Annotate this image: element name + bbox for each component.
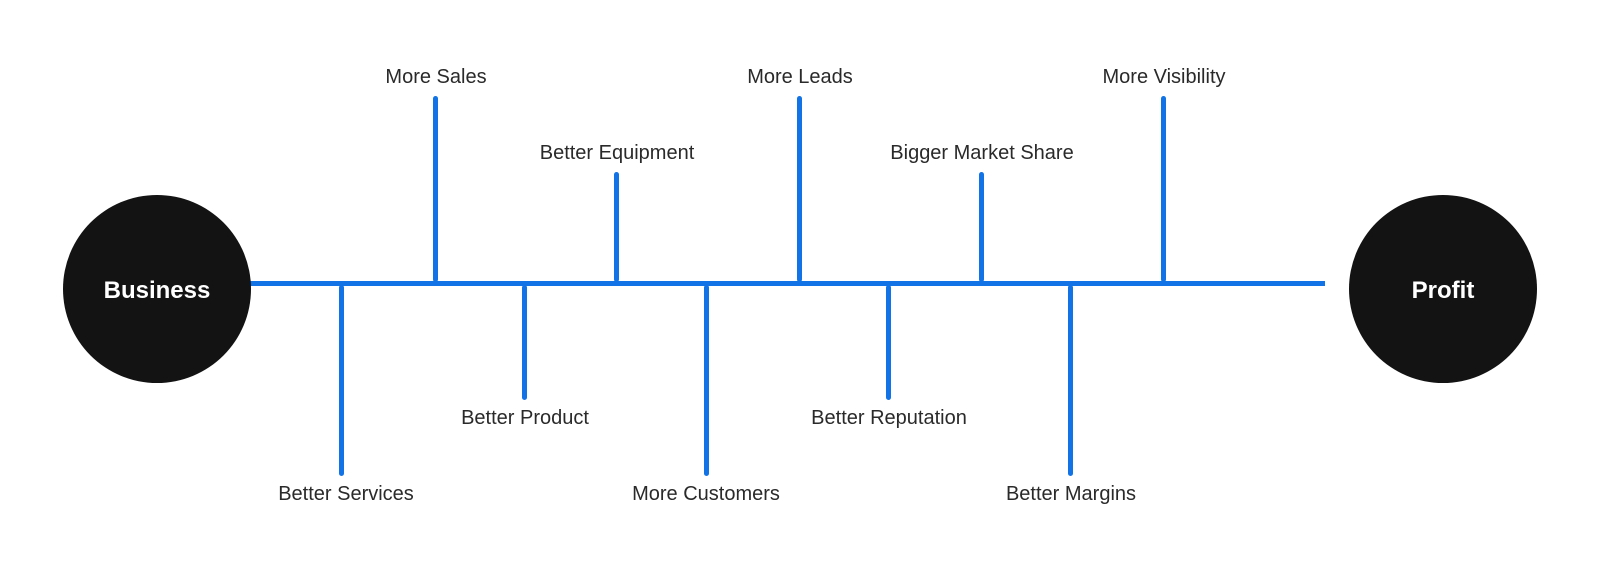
branch-line-better-product <box>522 285 527 400</box>
branch-label-more-visibility: More Visibility <box>1103 66 1226 88</box>
branch-label-better-equipment: Better Equipment <box>540 142 695 164</box>
branch-line-better-margins <box>1068 285 1073 476</box>
branch-label-better-services: Better Services <box>278 483 414 505</box>
branch-line-better-equipment <box>614 172 619 282</box>
branch-label-better-product: Better Product <box>461 407 589 429</box>
branch-line-more-leads <box>797 96 802 282</box>
branch-label-more-sales: More Sales <box>385 66 486 88</box>
branch-line-more-customers <box>704 285 709 476</box>
start-node-label: Business <box>104 277 211 304</box>
branch-label-more-customers: More Customers <box>632 483 780 505</box>
branch-line-better-services <box>339 285 344 476</box>
spine-line <box>245 281 1325 286</box>
end-node-label: Profit <box>1412 277 1475 304</box>
end-node-circle <box>1349 195 1537 383</box>
branch-line-bigger-market-share <box>979 172 984 282</box>
branch-label-better-margins: Better Margins <box>1006 483 1136 505</box>
branch-line-better-reputation <box>886 285 891 400</box>
branch-line-more-visibility <box>1161 96 1166 282</box>
branch-label-better-reputation: Better Reputation <box>811 407 967 429</box>
branch-label-more-leads: More Leads <box>747 66 853 88</box>
branch-line-more-sales <box>433 96 438 282</box>
start-node-circle <box>63 195 251 383</box>
branch-label-bigger-market-share: Bigger Market Share <box>890 142 1073 164</box>
